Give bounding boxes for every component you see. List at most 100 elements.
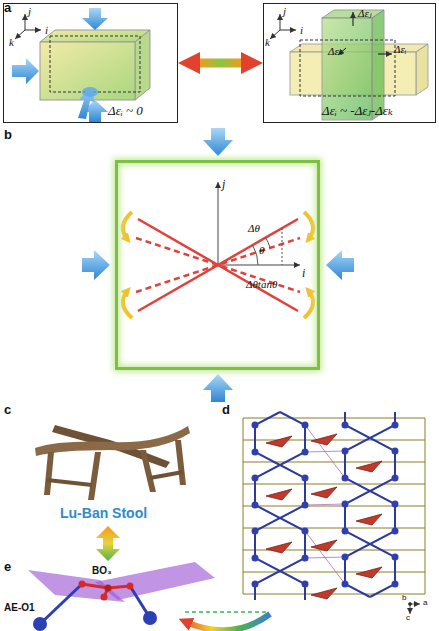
axis-line: [218, 182, 219, 265]
bond: [82, 584, 108, 588]
rotated-line: [136, 238, 300, 292]
bo3-triangle: [356, 514, 382, 525]
angle-label: Δθ: [248, 223, 260, 234]
axis-marker: [409, 603, 421, 615]
axis-label: k: [265, 37, 270, 48]
atom: [101, 594, 108, 601]
atom: [302, 475, 309, 482]
stool-stretcher: [47, 480, 92, 485]
bond-label: AE-O1: [4, 603, 35, 613]
axis-label: b: [402, 594, 406, 602]
group-label: BO₃: [92, 566, 112, 576]
axes-triad: [15, 14, 41, 39]
axis-label: c: [406, 614, 410, 622]
double-arrow: [190, 59, 251, 68]
atom: [392, 501, 399, 508]
hinge-panel: jΔθθiΔθtanθ: [115, 160, 320, 370]
grid-line: [243, 440, 425, 441]
atom: [392, 528, 399, 535]
atom: [252, 475, 259, 482]
dimension-label: Δθtanθ: [246, 279, 277, 290]
object-name: Lu-Ban Stool: [60, 506, 147, 520]
atom: [342, 475, 349, 482]
axis-line: [218, 265, 300, 266]
atom: [392, 422, 399, 429]
grid-line: [243, 484, 425, 485]
rotated-line: [136, 238, 300, 292]
panel-letter: d: [222, 403, 230, 416]
strain-arrow: [378, 54, 392, 55]
cuboid-face: [416, 44, 428, 95]
pressure-arrow: [82, 87, 98, 97]
hinge-line: [138, 219, 298, 311]
angle-arc: [253, 245, 258, 265]
stool-leg: [140, 450, 156, 492]
bo3-triangle: [356, 567, 382, 578]
bo3-triangle: [311, 487, 337, 498]
strain-panel: jikΔεⱼΔεₖΔεᵢΔεᵢ ~ -Δεⱼ-Δεₖ: [263, 3, 436, 123]
strain-equation: Δεᵢ ~ 0: [108, 104, 143, 117]
bond: [305, 504, 345, 505]
ae-atoms: [252, 422, 399, 588]
strain-label: Δεₖ: [328, 46, 343, 57]
stool-leg: [44, 452, 54, 495]
ae-atom: [143, 611, 157, 625]
bo3-triangle: [266, 489, 292, 500]
axis-label: i: [302, 267, 305, 279]
panel-letter: e: [4, 560, 11, 573]
axis-label: j: [283, 6, 286, 17]
deformed-cuboid: [290, 10, 428, 120]
strain-equation: Δεᵢ ~ -Δεⱼ-Δεₖ: [322, 104, 393, 117]
panel-letter: c: [4, 403, 11, 416]
atom: [302, 528, 309, 535]
atom: [342, 448, 349, 455]
atom: [252, 422, 259, 429]
atom: [252, 555, 259, 562]
panel-letter: a: [4, 1, 11, 14]
pressure-arrow: [326, 250, 354, 280]
pressure-arrow: [203, 128, 233, 156]
dashed-outline: [300, 40, 395, 96]
atom: [302, 422, 309, 429]
ae-atom: [33, 617, 47, 631]
atom: [302, 581, 309, 588]
grid-line: [425, 418, 426, 594]
atom: [252, 581, 259, 588]
grid-line: [243, 528, 425, 529]
chain: [345, 412, 370, 597]
atom: [392, 554, 399, 561]
strain-label: Δεᵢ: [394, 44, 407, 55]
axis-label: j: [28, 6, 31, 17]
axis-line: [280, 14, 281, 30]
unit-cell-grid: [243, 418, 425, 594]
ae-bonds: [305, 425, 345, 584]
pressure-arrow: [12, 58, 39, 84]
rotation-arrows: [123, 212, 313, 318]
atom: [105, 585, 112, 592]
lu-ban-stool: [35, 425, 190, 500]
axis-line: [270, 30, 280, 39]
projection-line: [282, 228, 283, 265]
stool-stretcher: [150, 472, 183, 478]
grid-line: [243, 418, 244, 594]
axis-label: a: [423, 599, 427, 607]
pressure-arrow: [82, 250, 110, 280]
rotation-arrow: [123, 290, 132, 318]
hinge-lines: [136, 219, 300, 311]
bo3-triangle: [311, 540, 337, 551]
pressure-arrow: [203, 374, 233, 402]
grid-line: [243, 594, 425, 595]
axis-dot: [409, 603, 412, 606]
cuboid-face: [135, 30, 150, 100]
grid-line: [243, 462, 425, 463]
atom: [252, 449, 259, 456]
atom: [342, 554, 349, 561]
atom: [392, 448, 399, 455]
atom: [79, 581, 86, 588]
atom: [252, 502, 259, 509]
atom: [127, 583, 134, 590]
hinge-line: [138, 219, 298, 311]
